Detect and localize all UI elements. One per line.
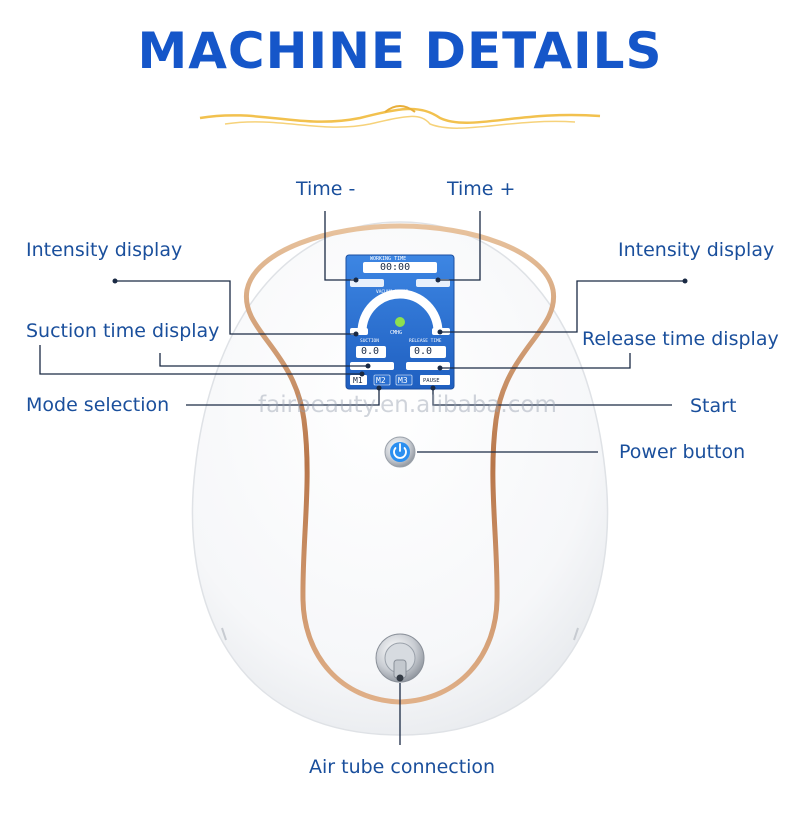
mode-m1-button[interactable] xyxy=(350,375,367,385)
pause-button[interactable] xyxy=(420,375,450,385)
working-time-label: WORKING TIME xyxy=(370,256,407,262)
label-intensity-display-left: Intensity display xyxy=(26,239,183,261)
mode-m2-label: M2 xyxy=(376,376,386,385)
suction-value-box xyxy=(356,346,386,358)
mode-m2-button[interactable] xyxy=(373,374,391,386)
label-air-tube-connection: Air tube connection xyxy=(309,756,496,778)
suction-label: SUCTION xyxy=(360,339,379,344)
release-adjust-buttons[interactable] xyxy=(406,362,450,370)
label-suction-time-display: Suction time display xyxy=(26,320,220,342)
mode-m3-label: M3 xyxy=(398,376,408,385)
pause-label: PAUSE xyxy=(423,378,440,384)
label-power-button: Power button xyxy=(619,441,746,463)
suction-value: 0.0 xyxy=(361,346,380,357)
mode-m3-button[interactable] xyxy=(395,374,413,386)
page-title: MACHINE DETAILS xyxy=(137,22,663,80)
time-plus-button[interactable] xyxy=(416,279,450,287)
timer-readout: 00:00 xyxy=(380,262,411,273)
label-time-minus: Time - xyxy=(296,178,356,200)
vent-left xyxy=(221,627,227,641)
time-minus-button[interactable] xyxy=(350,279,384,287)
label-release-time-display: Release time display xyxy=(582,328,779,350)
gauge-indicator xyxy=(395,317,405,327)
release-value-box xyxy=(410,346,446,358)
suction-adjust-buttons[interactable] xyxy=(350,362,394,370)
vacuum-meter-label: VACUUM METER xyxy=(376,290,409,295)
flourish-icon xyxy=(199,105,601,129)
timer-box xyxy=(363,262,437,273)
release-value: 0.0 xyxy=(414,346,433,357)
release-label: RELEASE TIME xyxy=(409,339,442,344)
air-nozzle-icon xyxy=(375,633,425,683)
leader-lines xyxy=(39,211,685,745)
leader-dots xyxy=(112,277,688,391)
watermark: fairbeauty.en.alibaba.com xyxy=(258,392,557,418)
label-mode-selection: Mode selection xyxy=(26,394,170,416)
label-start: Start xyxy=(690,395,737,417)
unit-label: CMHG xyxy=(390,330,403,336)
vent-right xyxy=(573,627,579,641)
vacuum-gauge xyxy=(357,289,443,333)
power-icon[interactable] xyxy=(384,436,416,468)
label-intensity-display-right: Intensity display xyxy=(618,239,775,261)
mode-m1-label: M1 xyxy=(353,376,363,385)
label-time-plus: Time + xyxy=(447,178,516,200)
